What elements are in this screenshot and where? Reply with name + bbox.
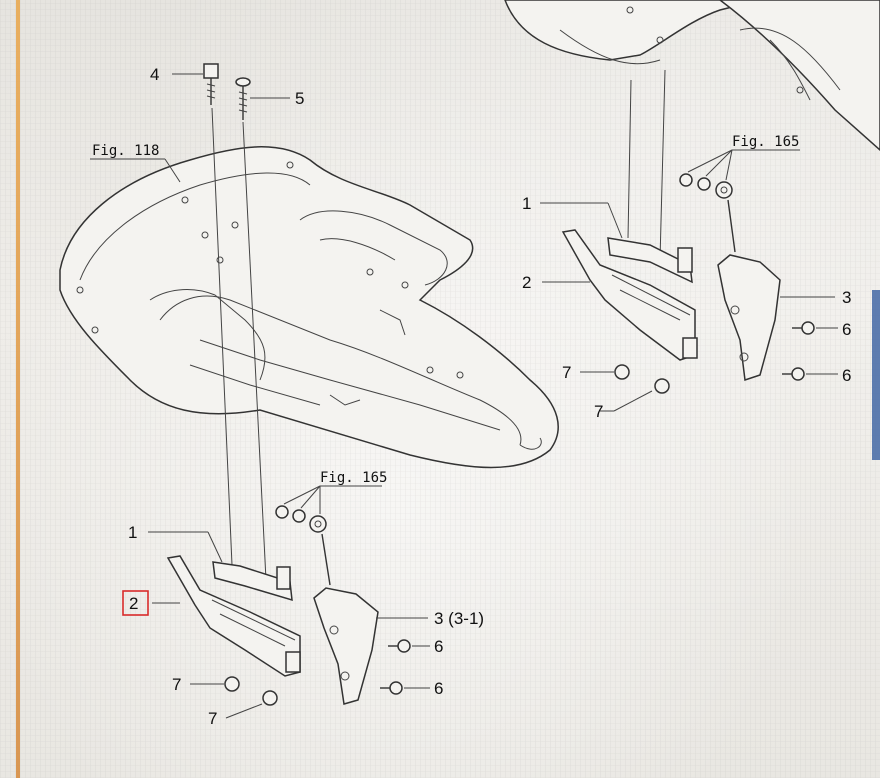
fig-ref-upper-right: Fig. 165: [732, 134, 799, 150]
highlighted-part-box: [122, 590, 149, 616]
screw-5-drawing: [235, 77, 251, 120]
lower-callout-3: 3 (3-1): [434, 609, 484, 628]
right-callout-6a: 6: [842, 320, 851, 339]
fig-ref-seat: Fig. 118: [92, 143, 159, 159]
right-callout-7a: 7: [562, 363, 571, 382]
right-callout-2: 2: [522, 273, 531, 292]
right-callout-7b: 7: [594, 402, 603, 421]
right-bracket-assembly: [540, 69, 838, 412]
upper-right-seat-drawing: [504, 0, 880, 152]
lower-callout-7b: 7: [208, 709, 217, 728]
blue-screen-edge: [872, 290, 880, 460]
lower-callout-1: 1: [128, 523, 137, 542]
fig-ref-lower: Fig. 165: [320, 470, 387, 486]
seat-part-drawing: [59, 146, 559, 469]
right-callout-1: 1: [522, 194, 531, 213]
orange-screen-edge: [16, 0, 20, 778]
right-callout-6b: 6: [842, 366, 851, 385]
lower-callout-6a: 6: [434, 637, 443, 656]
lower-callout-2: 2: [129, 594, 138, 613]
bolt-4-drawing: [203, 63, 219, 105]
lower-callout-6b: 6: [434, 679, 443, 698]
right-callout-3: 3: [842, 288, 851, 307]
lower-bracket-assembly: [148, 485, 430, 719]
callout-5: 5: [295, 89, 304, 108]
callout-4: 4: [150, 65, 159, 84]
lower-callout-7a: 7: [172, 675, 181, 694]
